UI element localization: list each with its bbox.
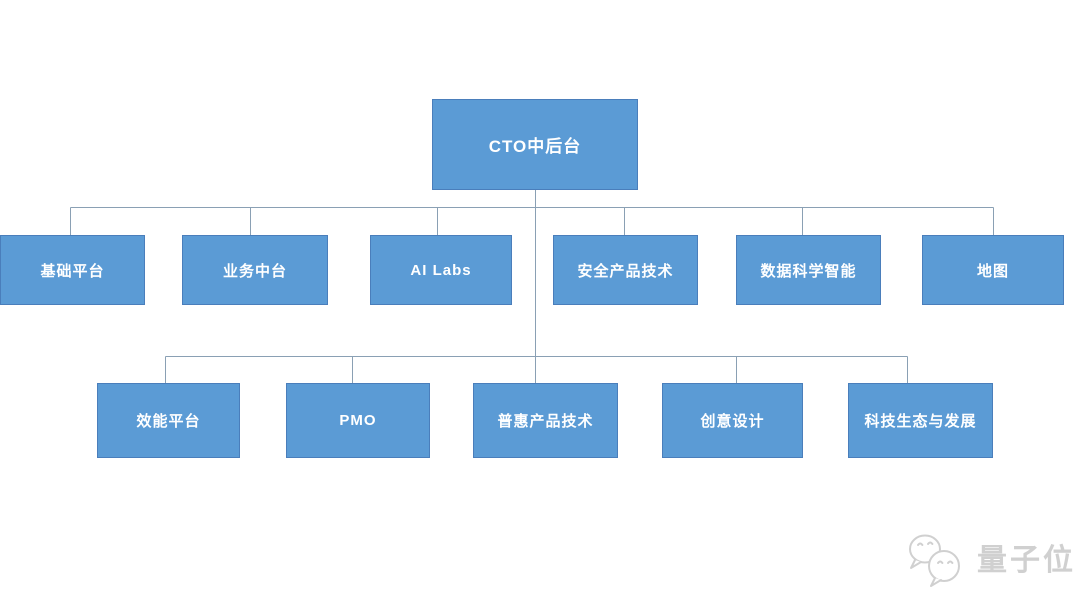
org-node-base-platform: 基础平台 xyxy=(0,235,145,305)
org-node-label: 创意设计 xyxy=(700,413,765,430)
wechat-chat-bubbles-icon xyxy=(909,534,960,587)
watermark-qbitai: 量子位 xyxy=(904,532,1076,590)
org-node-label: 数据科学智能 xyxy=(760,262,857,280)
org-node-label: 业务中台 xyxy=(222,262,287,280)
org-node-efficiency-platform: 效能平台 xyxy=(97,383,240,458)
watermark-label: 量子位 xyxy=(977,544,1076,577)
org-node-label: PMO xyxy=(339,412,377,429)
org-node-label: 普惠产品技术 xyxy=(497,413,594,430)
org-node-inclusive-product-tech: 普惠产品技术 xyxy=(473,383,618,458)
org-node-pmo: PMO xyxy=(286,383,430,458)
org-node-security-product-tech: 安全产品技术 xyxy=(553,235,698,305)
org-node-cto: CTO中后台 xyxy=(432,99,638,190)
org-node-map: 地图 xyxy=(922,235,1064,305)
org-node-label: AI Labs xyxy=(410,261,472,279)
org-node-label: 地图 xyxy=(976,262,1009,280)
org-node-label: 安全产品技术 xyxy=(577,262,674,280)
org-node-data-science-intelligence: 数据科学智能 xyxy=(736,235,881,305)
org-node-creative-design: 创意设计 xyxy=(662,383,803,458)
org-node-tech-ecosystem-development: 科技生态与发展 xyxy=(848,383,993,458)
org-node-business-middle-platform: 业务中台 xyxy=(182,235,328,305)
org-node-label: CTO中后台 xyxy=(488,137,582,156)
org-node-label: 效能平台 xyxy=(136,413,201,430)
org-node-label: 基础平台 xyxy=(40,262,105,280)
org-node-label: 科技生态与发展 xyxy=(864,413,977,430)
org-node-ai-labs: AI Labs xyxy=(370,235,512,305)
